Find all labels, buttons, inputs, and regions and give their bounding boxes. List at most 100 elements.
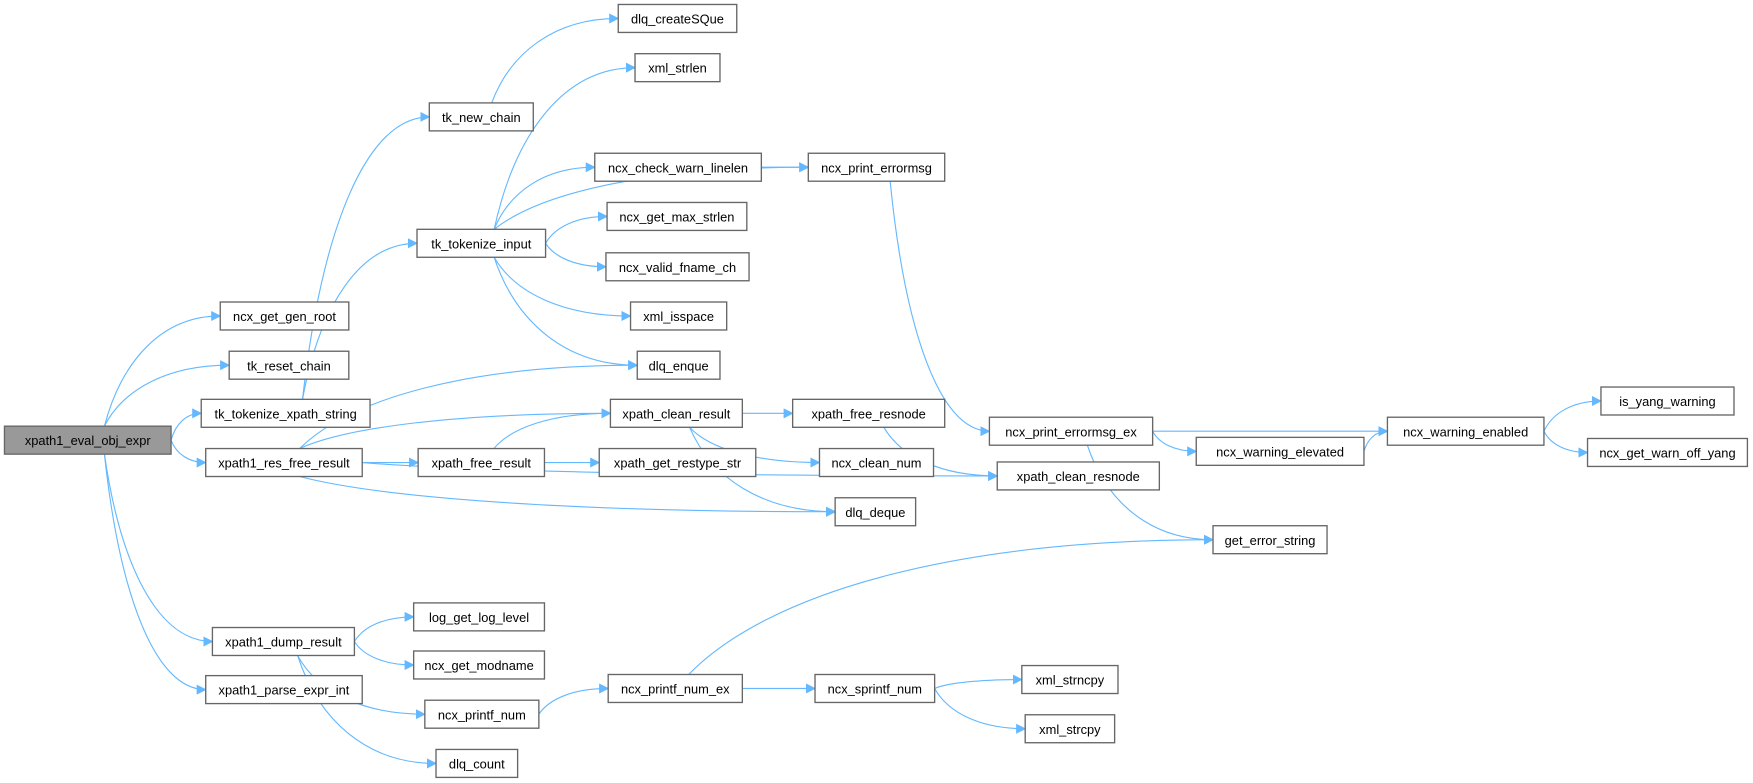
node-box xyxy=(594,152,763,182)
edge-ncx_warning_elevated-to-ncx_warning_enabled xyxy=(1363,426,1389,452)
node-xpath-clean-result[interactable]: xpath_clean_result xyxy=(609,398,744,428)
edge-ncx_sprintf_num-to-xml_strncpy xyxy=(934,674,1023,689)
node-get-error-string[interactable]: get_error_string xyxy=(1212,525,1328,555)
node-dlq-count[interactable]: dlq_count xyxy=(435,748,519,779)
edge-ncx_print_errormsg-to-ncx_print_errormsg_ex xyxy=(889,181,991,437)
node-ncx-printf-num[interactable]: ncx_printf_num xyxy=(424,699,540,729)
node-ncx-get-gen-root[interactable]: ncx_get_gen_root xyxy=(219,301,350,331)
node-xpath-free-resnode[interactable]: xpath_free_resnode xyxy=(791,398,946,428)
edge-xpath1_eval_obj_expr-to-tk_reset_chain xyxy=(103,360,231,427)
node-tk-reset-chain[interactable]: tk_reset_chain xyxy=(228,350,350,380)
node-xpath1-dump-result[interactable]: xpath1_dump_result xyxy=(211,626,356,657)
edge-tk_tokenize_input-to-dlq_enque xyxy=(493,257,639,371)
node-ncx-check-warn-linelen[interactable]: ncx_check_warn_linelen xyxy=(594,152,763,182)
node-xpath-get-restype-str[interactable]: xpath_get_restype_str xyxy=(598,447,757,478)
node-box xyxy=(424,699,540,729)
node-ncx-print-errormsg[interactable]: ncx_print_errormsg xyxy=(807,152,946,182)
node-xml-isspace[interactable]: xml_isspace xyxy=(629,301,728,331)
node-box xyxy=(205,674,363,705)
node-tk-tokenize-xpath-string[interactable]: tk_tokenize_xpath_string xyxy=(200,398,371,428)
edge-ncx_print_errormsg_ex-to-get_error_string xyxy=(1086,445,1215,545)
node-xpath1-parse-expr-int[interactable]: xpath1_parse_expr_int xyxy=(205,674,363,705)
node-ncx-warning-enabled[interactable]: ncx_warning_enabled xyxy=(1386,416,1545,446)
node-ncx-print-errormsg-ex[interactable]: ncx_print_errormsg_ex xyxy=(988,416,1154,446)
node-ncx-printf-num-ex[interactable]: ncx_printf_num_ex xyxy=(607,673,744,704)
node-label: dlq_count xyxy=(449,756,505,771)
node-xml-strcpy[interactable]: xml_strcpy xyxy=(1024,714,1116,744)
node-xml-strncpy[interactable]: xml_strncpy xyxy=(1021,664,1119,695)
edge-xpath1_eval_obj_expr-to-ncx_get_gen_root xyxy=(103,310,222,427)
node-box xyxy=(412,650,546,680)
node-dlq-enque[interactable]: dlq_enque xyxy=(636,350,721,380)
edge-tk_tokenize_input-to-ncx_valid_fname_ch xyxy=(545,242,607,272)
node-box xyxy=(818,447,935,478)
node-box xyxy=(629,301,728,331)
edge-xpath1_eval_obj_expr-to-tk_tokenize_xpath_string xyxy=(170,408,203,441)
node-label: xpath1_parse_expr_int xyxy=(219,683,350,698)
node-label: dlq_createSQue xyxy=(631,12,724,27)
node-label: xpath_free_resnode xyxy=(811,406,925,421)
node-ncx-get-warn-off-yang[interactable]: ncx_get_warn_off_yang xyxy=(1586,437,1749,468)
node-label: ncx_get_max_strlen xyxy=(619,210,734,225)
node-ncx-warning-elevated[interactable]: ncx_warning_elevated xyxy=(1195,436,1365,466)
node-dlq-deque[interactable]: dlq_deque xyxy=(834,497,917,527)
node-box xyxy=(3,425,172,455)
node-ncx-valid-fname-ch[interactable]: ncx_valid_fname_ch xyxy=(605,252,750,282)
node-box xyxy=(435,748,519,779)
node-label: log_get_log_level xyxy=(429,610,529,625)
node-label: tk_reset_chain xyxy=(247,358,331,373)
node-box xyxy=(996,461,1161,491)
node-is-yang-warning[interactable]: is_yang_warning xyxy=(1600,386,1735,416)
node-label: xpath_clean_result xyxy=(622,406,730,421)
node-label: dlq_enque xyxy=(649,358,709,373)
edge-xpath1_res_free_result-to-dlq_enque xyxy=(299,360,639,449)
edge-xpath1_res_free_result-to-dlq_deque xyxy=(299,475,837,517)
edge-xpath1_dump_result-to-log_get_log_level xyxy=(353,611,415,642)
node-xpath1-eval-obj-expr[interactable]: xpath1_eval_obj_expr xyxy=(3,425,172,455)
node-box xyxy=(988,416,1154,446)
node-label: ncx_get_gen_root xyxy=(233,309,336,324)
node-label: ncx_sprintf_num xyxy=(828,682,922,697)
node-box xyxy=(609,398,744,428)
node-box xyxy=(617,3,738,34)
node-box xyxy=(807,152,946,182)
node-box xyxy=(1021,664,1119,695)
node-label: tk_tokenize_xpath_string xyxy=(215,406,357,421)
node-label: tk_tokenize_input xyxy=(431,236,531,251)
edge-tk_tokenize_input-to-xml_isspace xyxy=(493,256,632,322)
node-tk-tokenize-input[interactable]: tk_tokenize_input xyxy=(416,228,547,258)
node-label: ncx_get_modname xyxy=(424,658,533,673)
node-label: xpath1_dump_result xyxy=(225,635,342,650)
edge-xpath_clean_result-to-dlq_deque xyxy=(689,427,837,517)
node-box xyxy=(598,447,757,478)
node-box xyxy=(636,350,721,380)
node-box xyxy=(1386,416,1545,446)
node-box xyxy=(834,497,917,527)
node-xpath1-res-free-result[interactable]: xpath1_res_free_result xyxy=(205,447,363,478)
node-ncx-sprintf-num[interactable]: ncx_sprintf_num xyxy=(814,673,936,704)
node-label: xpath1_res_free_result xyxy=(218,456,350,471)
node-box xyxy=(412,602,546,632)
node-ncx-clean-num[interactable]: ncx_clean_num xyxy=(818,447,935,478)
edge-ncx_printf_num-to-ncx_printf_num_ex xyxy=(538,683,610,715)
node-ncx-get-max-strlen[interactable]: ncx_get_max_strlen xyxy=(606,201,748,232)
edge-tk_tokenize_input-to-ncx_get_max_strlen xyxy=(545,211,609,244)
edge-tk_tokenize_input-to-ncx_check_warn_linelen xyxy=(493,162,596,230)
node-label: xml_strlen xyxy=(648,61,707,76)
node-label: ncx_check_warn_linelen xyxy=(608,160,748,175)
node-box xyxy=(814,673,936,704)
node-box xyxy=(200,398,371,428)
edge-tk_new_chain-to-dlq_createSQue xyxy=(491,13,620,104)
node-xpath-free-result[interactable]: xpath_free_result xyxy=(417,447,546,478)
node-xml-strlen[interactable]: xml_strlen xyxy=(634,53,721,83)
node-box xyxy=(791,398,946,428)
node-tk-new-chain[interactable]: tk_new_chain xyxy=(428,102,534,132)
edge-ncx_printf_num_ex-to-get_error_string xyxy=(688,534,1215,675)
node-ncx-get-modname[interactable]: ncx_get_modname xyxy=(412,650,546,680)
node-dlq-createSQue[interactable]: dlq_createSQue xyxy=(617,3,738,34)
node-log-get-log-level[interactable]: log_get_log_level xyxy=(412,602,546,632)
node-box xyxy=(417,447,546,478)
edge-tk_tokenize_input-to-xml_strlen xyxy=(493,62,637,230)
node-xpath-clean-resnode[interactable]: xpath_clean_resnode xyxy=(996,461,1161,491)
edge-ncx_warning_enabled-to-ncx_get_warn_off_yang xyxy=(1543,430,1589,458)
